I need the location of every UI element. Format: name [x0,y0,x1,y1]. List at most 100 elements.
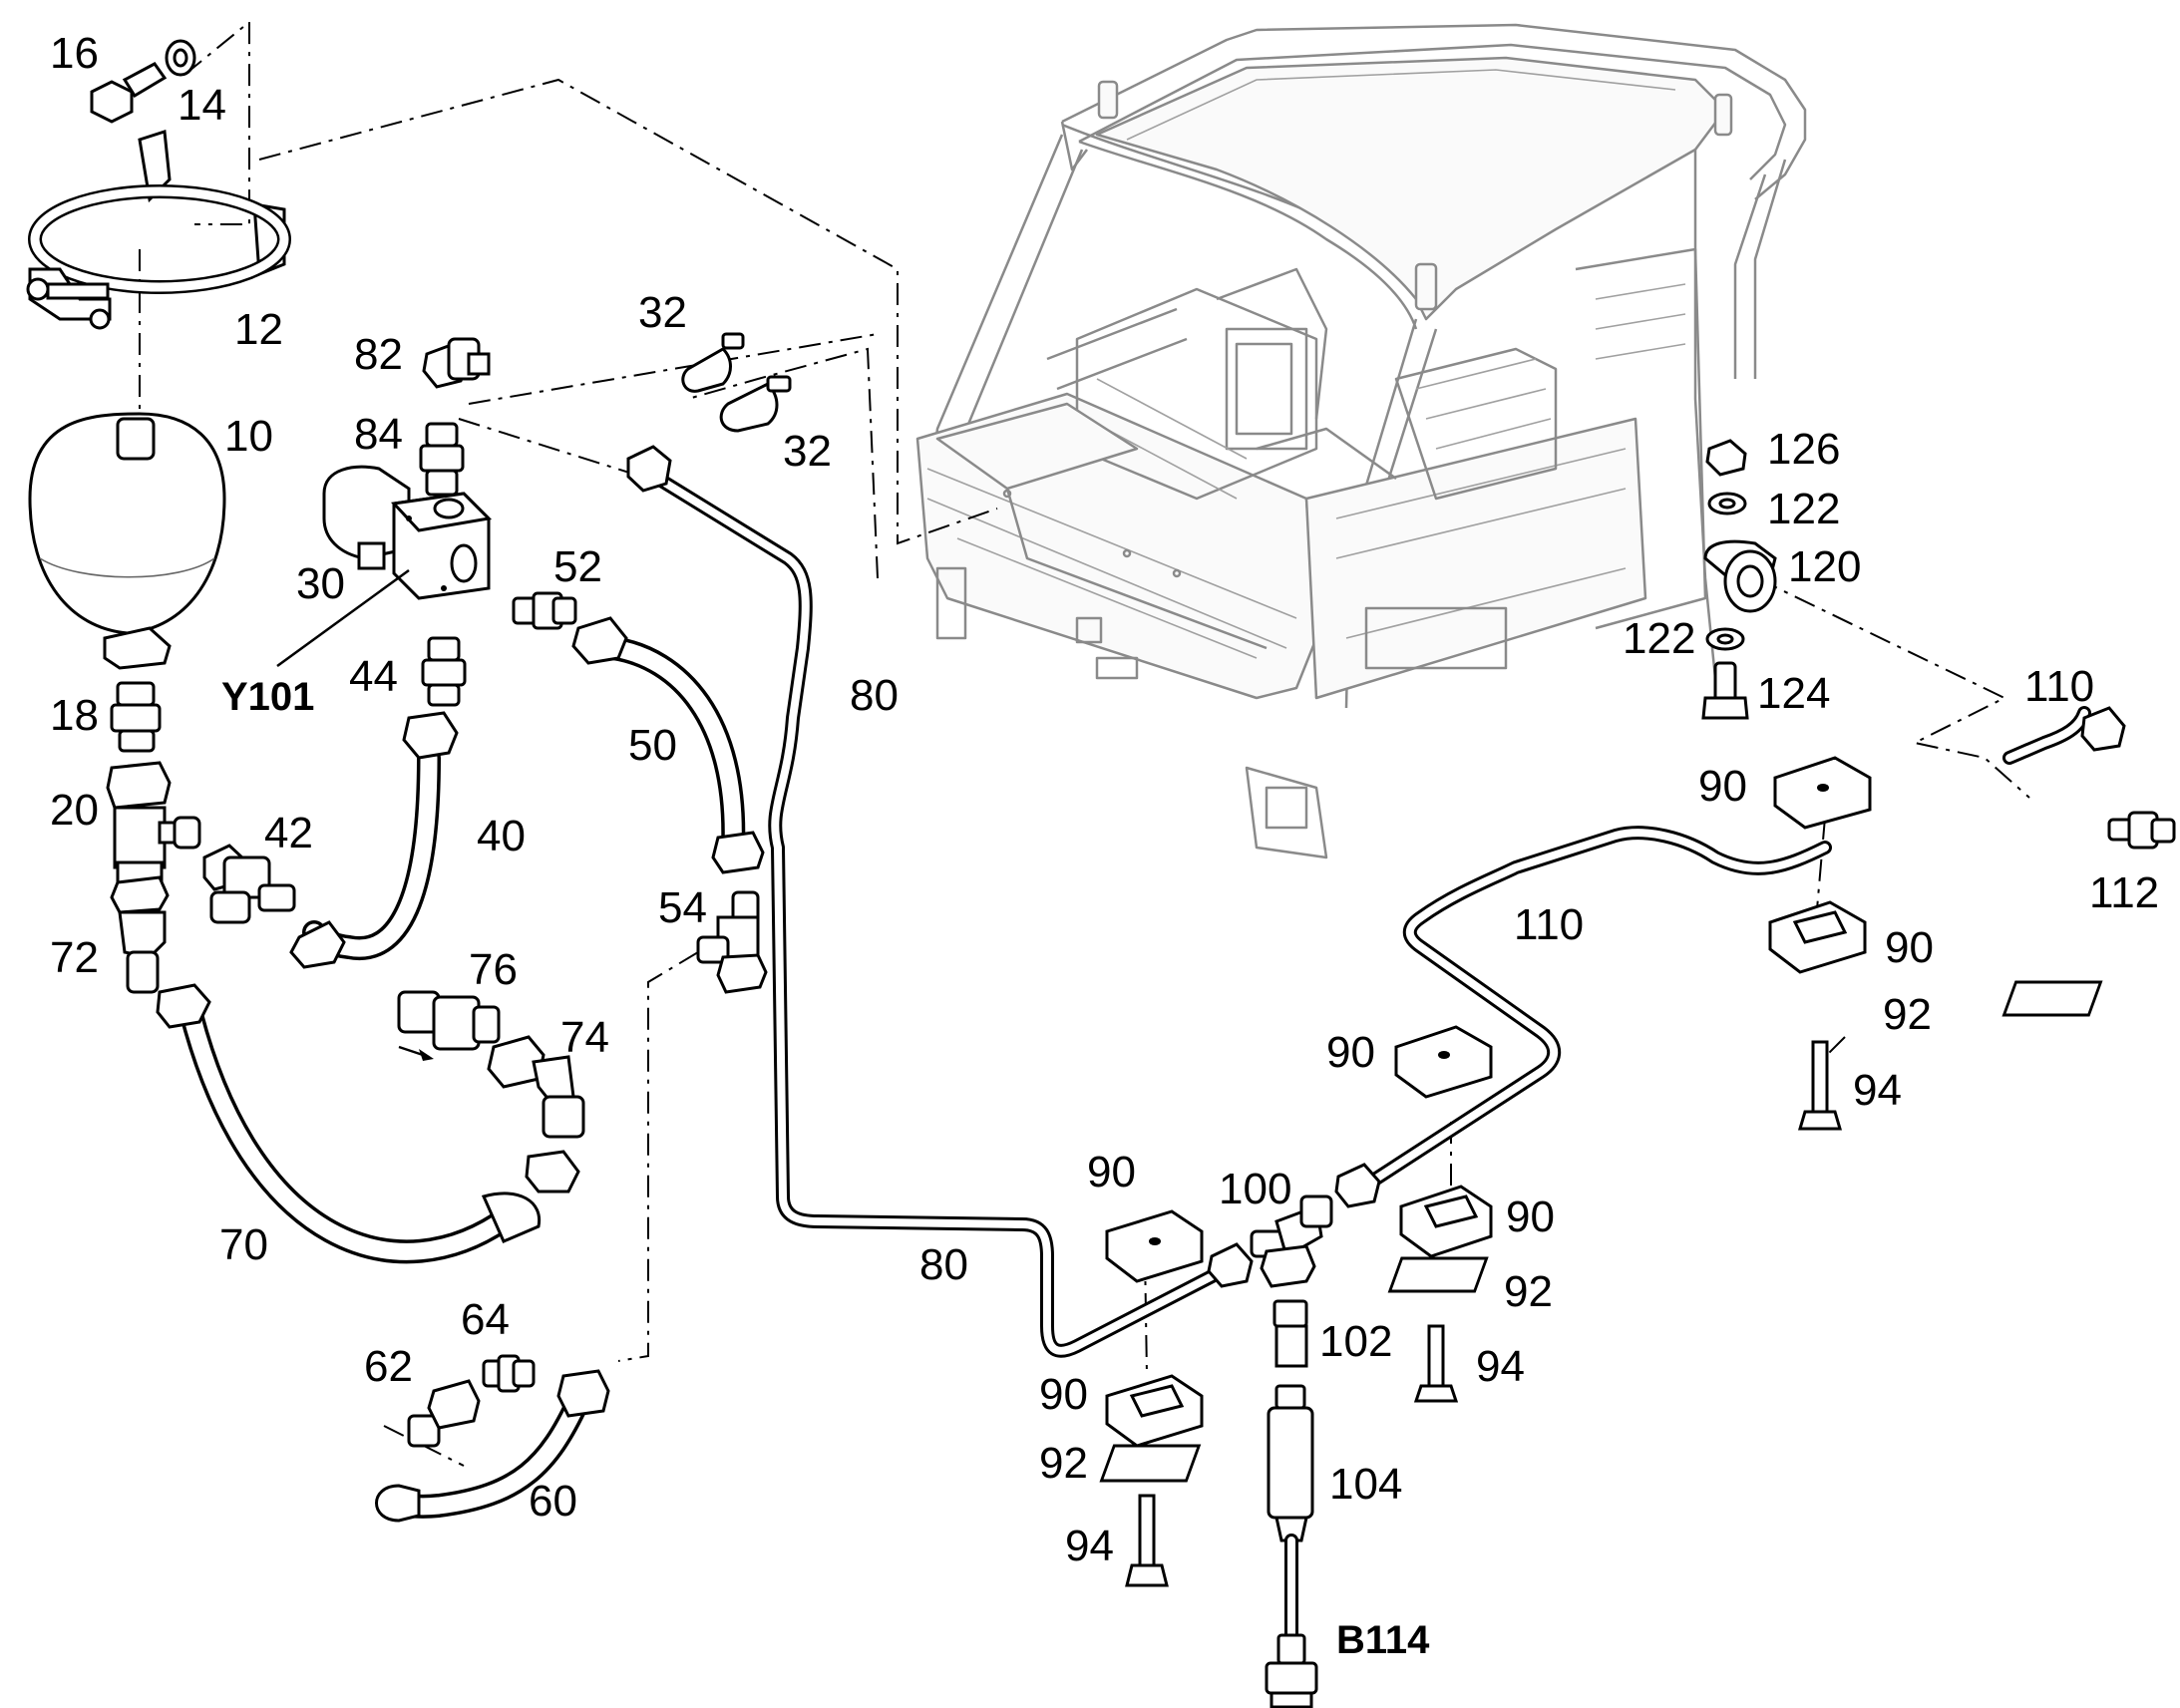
nipple-64 [482,1354,536,1393]
callout-92-c: 92 [1883,990,1932,1039]
nipple-18 [110,681,162,753]
clamp-90-b [1105,1374,1204,1448]
callout-12: 12 [234,305,283,354]
callout-110-upper: 110 [2024,662,2094,711]
callout-122-upper: 122 [1767,485,1840,533]
tube-80 [626,445,1254,1358]
adapter-62 [407,1379,481,1448]
nipple-84 [419,422,465,497]
callout-62: 62 [364,1342,413,1391]
nipple-44 [421,636,467,707]
washer-122-b [1705,627,1745,651]
plug-32-lower [719,375,792,433]
callout-44: 44 [349,652,398,701]
plate-92-c [2001,980,2103,1017]
bolt-94-a [1125,1494,1169,1587]
callout-84: 84 [354,410,403,459]
callout-102: 102 [1319,1317,1392,1366]
callout-60: 60 [529,1477,577,1526]
callout-92-b: 92 [1504,1267,1553,1316]
plate-92-a [1099,1444,1202,1483]
callout-80-upper: 80 [850,671,899,720]
callout-20: 20 [50,786,99,835]
callout-90-b: 90 [1039,1370,1088,1419]
callout-40: 40 [477,812,526,860]
callout-64: 64 [461,1295,510,1344]
bolt-16 [90,62,168,124]
hose-50 [571,616,765,874]
nipple-52 [512,591,577,630]
callout-52: 52 [553,542,602,591]
valve-76 [397,990,501,1061]
callout-72: 72 [50,933,99,982]
callout-70: 70 [219,1220,268,1269]
elbow-72 [110,875,170,994]
callout-110-lower: 110 [1514,900,1584,949]
tee-100 [1250,1195,1333,1288]
tee-20 [106,761,201,889]
adapter-102 [1272,1299,1308,1368]
part-shapes [26,39,2176,1708]
callout-124: 124 [1757,669,1830,718]
clamp-band-12 [26,130,291,330]
callout-Y101: Y101 [221,675,314,719]
valve-block-30 [322,465,493,600]
callout-92-a: 92 [1039,1439,1088,1488]
nut-126 [1705,439,1747,477]
y101-leader-line [276,568,410,668]
elbow-74 [487,1035,585,1139]
callout-74: 74 [560,1013,609,1062]
tee-54 [696,890,768,994]
clamp-90-f [1768,900,1867,974]
bolt-124 [1701,661,1749,720]
plug-32-upper [681,332,745,393]
elbow-82 [422,337,491,389]
callout-90-e: 90 [1698,762,1747,811]
callout-10: 10 [224,412,273,461]
bolt-94-c [1797,1040,1843,1131]
clamp-90-e [1773,756,1872,830]
clamp-90-c [1394,1025,1493,1099]
callout-90-f: 90 [1885,923,1934,972]
hose-60 [375,1369,610,1523]
callout-50: 50 [628,721,677,770]
tee-42 [202,844,296,924]
callout-42: 42 [264,809,313,857]
callout-112: 112 [2089,868,2159,917]
callout-labels: 16 14 12 10 18 20 72 70 82 84 30 Y101 44… [50,29,2159,1662]
machine-frame [915,23,1807,859]
callout-B114: B114 [1336,1618,1430,1662]
plate-92-b [1387,1256,1489,1293]
callout-120: 120 [1788,542,1861,591]
clamp-120 [1703,539,1777,613]
nipple-112 [2107,811,2176,850]
callout-94-c: 94 [1853,1066,1902,1115]
callout-104: 104 [1329,1460,1402,1509]
callout-122-lower: 122 [1623,614,1695,663]
tube-110 [1334,706,2126,1208]
accumulator-10 [28,412,226,670]
hose-70 [156,983,580,1264]
callout-82: 82 [354,330,403,379]
hose-40 [289,711,459,969]
callout-18: 18 [50,691,99,740]
clamp-90-d [1399,1185,1493,1258]
callout-54: 54 [658,883,707,932]
callout-32-upper: 32 [638,288,687,337]
callout-100: 100 [1219,1165,1291,1213]
washer-122-a [1707,492,1747,515]
callout-76: 76 [469,945,518,994]
callout-16: 16 [50,29,99,78]
callout-94-a: 94 [1065,1522,1114,1570]
clamp-90-a [1105,1209,1204,1283]
callout-90-a: 90 [1087,1148,1136,1196]
callout-90-d: 90 [1506,1193,1555,1241]
callout-14: 14 [178,81,226,130]
callout-30: 30 [296,559,345,608]
sensor-104 [1265,1384,1318,1708]
callout-90-c: 90 [1326,1028,1375,1077]
callout-94-b: 94 [1476,1342,1525,1391]
washer-14 [165,39,196,77]
bolt-94-b [1413,1324,1459,1403]
